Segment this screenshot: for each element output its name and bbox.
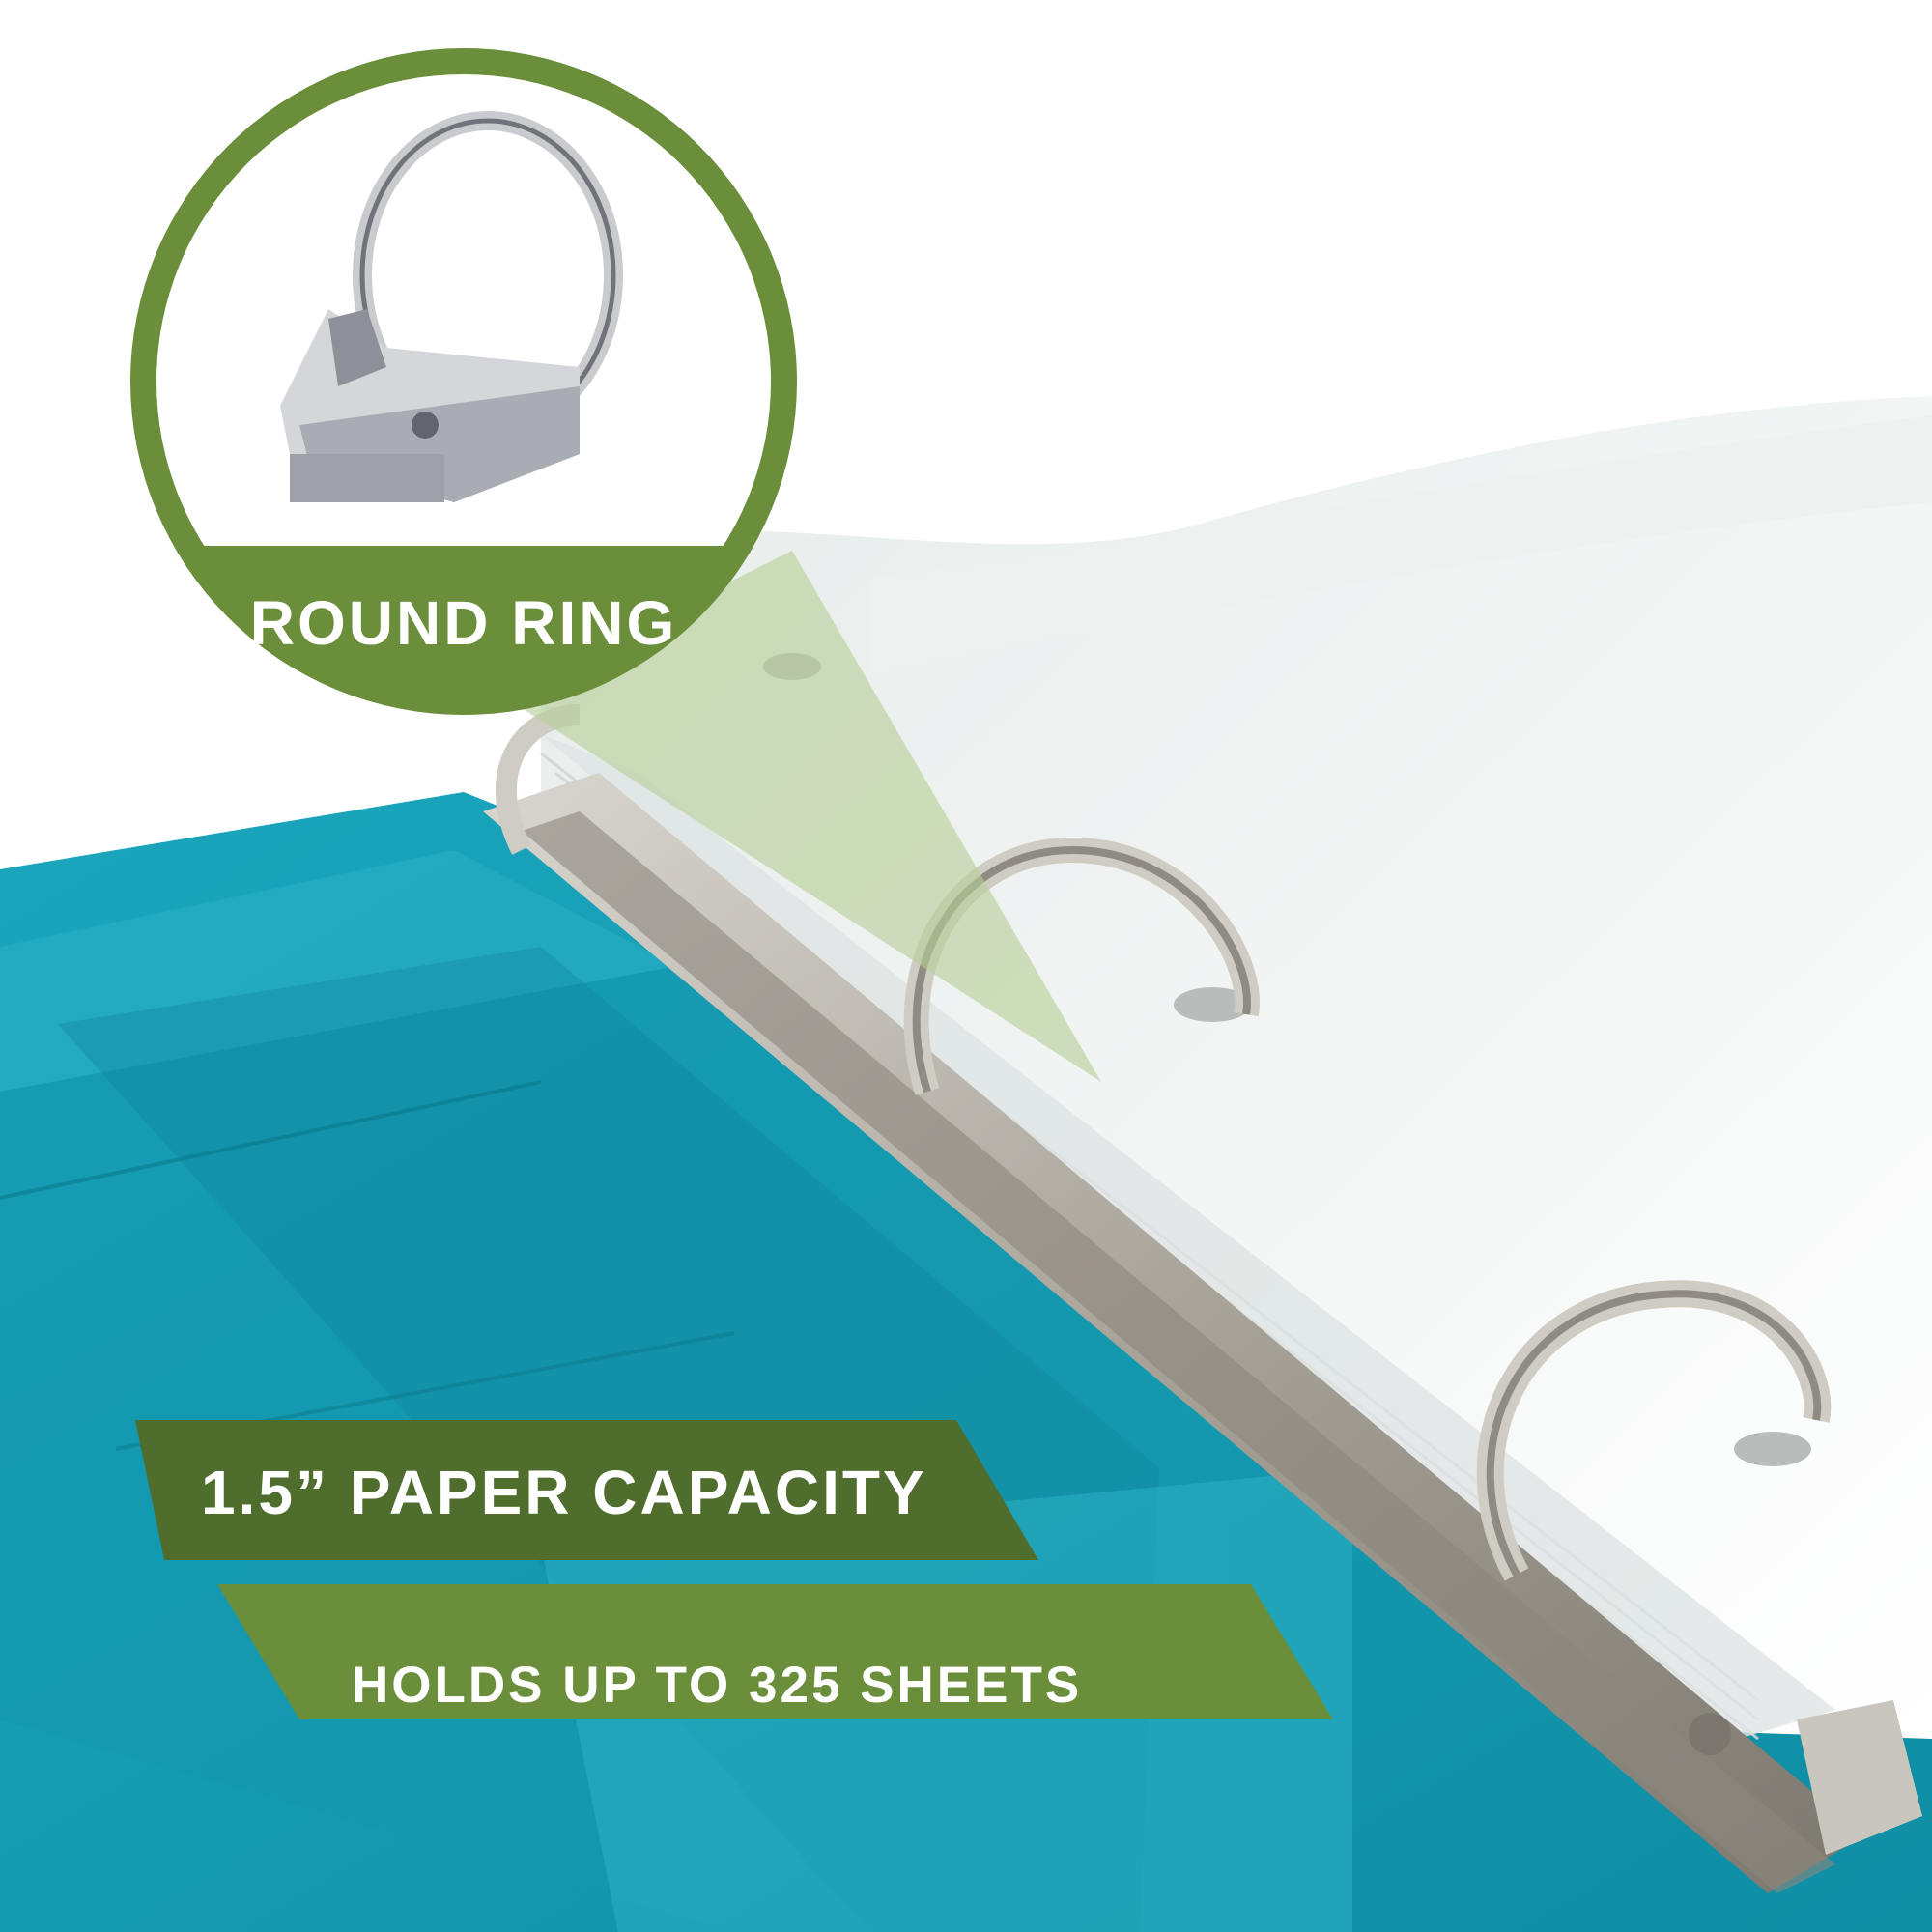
paper-capacity-label: 1.5” PAPER CAPACITY [201,1458,927,1527]
ring-mechanism-icon [130,48,797,715]
sheets-banner [217,1584,1333,1719]
round-ring-label: ROUND RING [249,588,678,658]
capacity-banner [135,1420,1038,1560]
sheet-count-label: HOLDS UP TO 325 SHEETS [352,1657,1083,1714]
ring-mechanism [483,704,1922,1893]
magnifier-callout-icon [502,551,1101,1082]
